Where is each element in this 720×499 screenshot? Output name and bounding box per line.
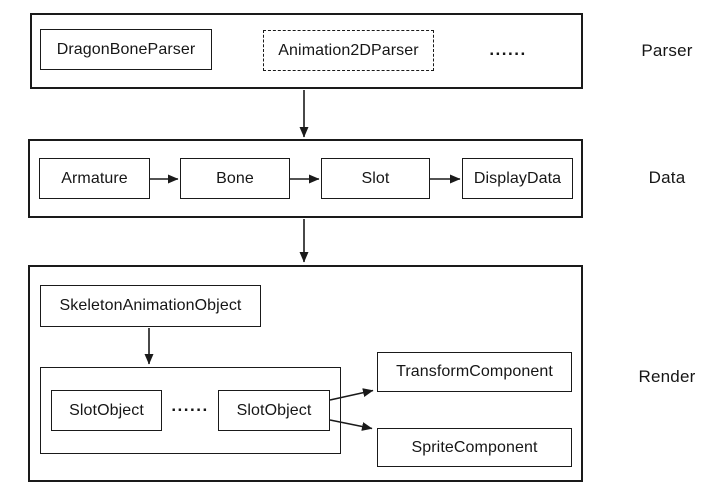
render-ellipsis: ...... [171,396,209,415]
data-tier-label: Data [648,168,686,187]
display-data-box: DisplayData [462,158,573,199]
slot-object-right-box: SlotObject [218,390,330,431]
render-section-box [28,265,583,482]
parser-section-box [30,13,583,89]
render-tier-label: Render [638,367,696,386]
slot-object-group-box [40,367,341,454]
slot-box: Slot [321,158,430,199]
data-section-box [28,139,583,218]
bone-box: Bone [180,158,290,199]
dragon-bone-parser-box: DragonBoneParser [40,29,212,70]
sprite-component-box: SpriteComponent [377,428,572,467]
slot-object-left-box: SlotObject [51,390,162,431]
armature-box: Armature [39,158,150,199]
animation-2d-parser-box: Animation2DParser [263,30,434,71]
transform-component-box: TransformComponent [377,352,572,392]
skeleton-animation-object-box: SkeletonAnimationObject [40,285,261,327]
parser-ellipsis: ...... [489,40,527,59]
parser-tier-label: Parser [641,41,693,60]
